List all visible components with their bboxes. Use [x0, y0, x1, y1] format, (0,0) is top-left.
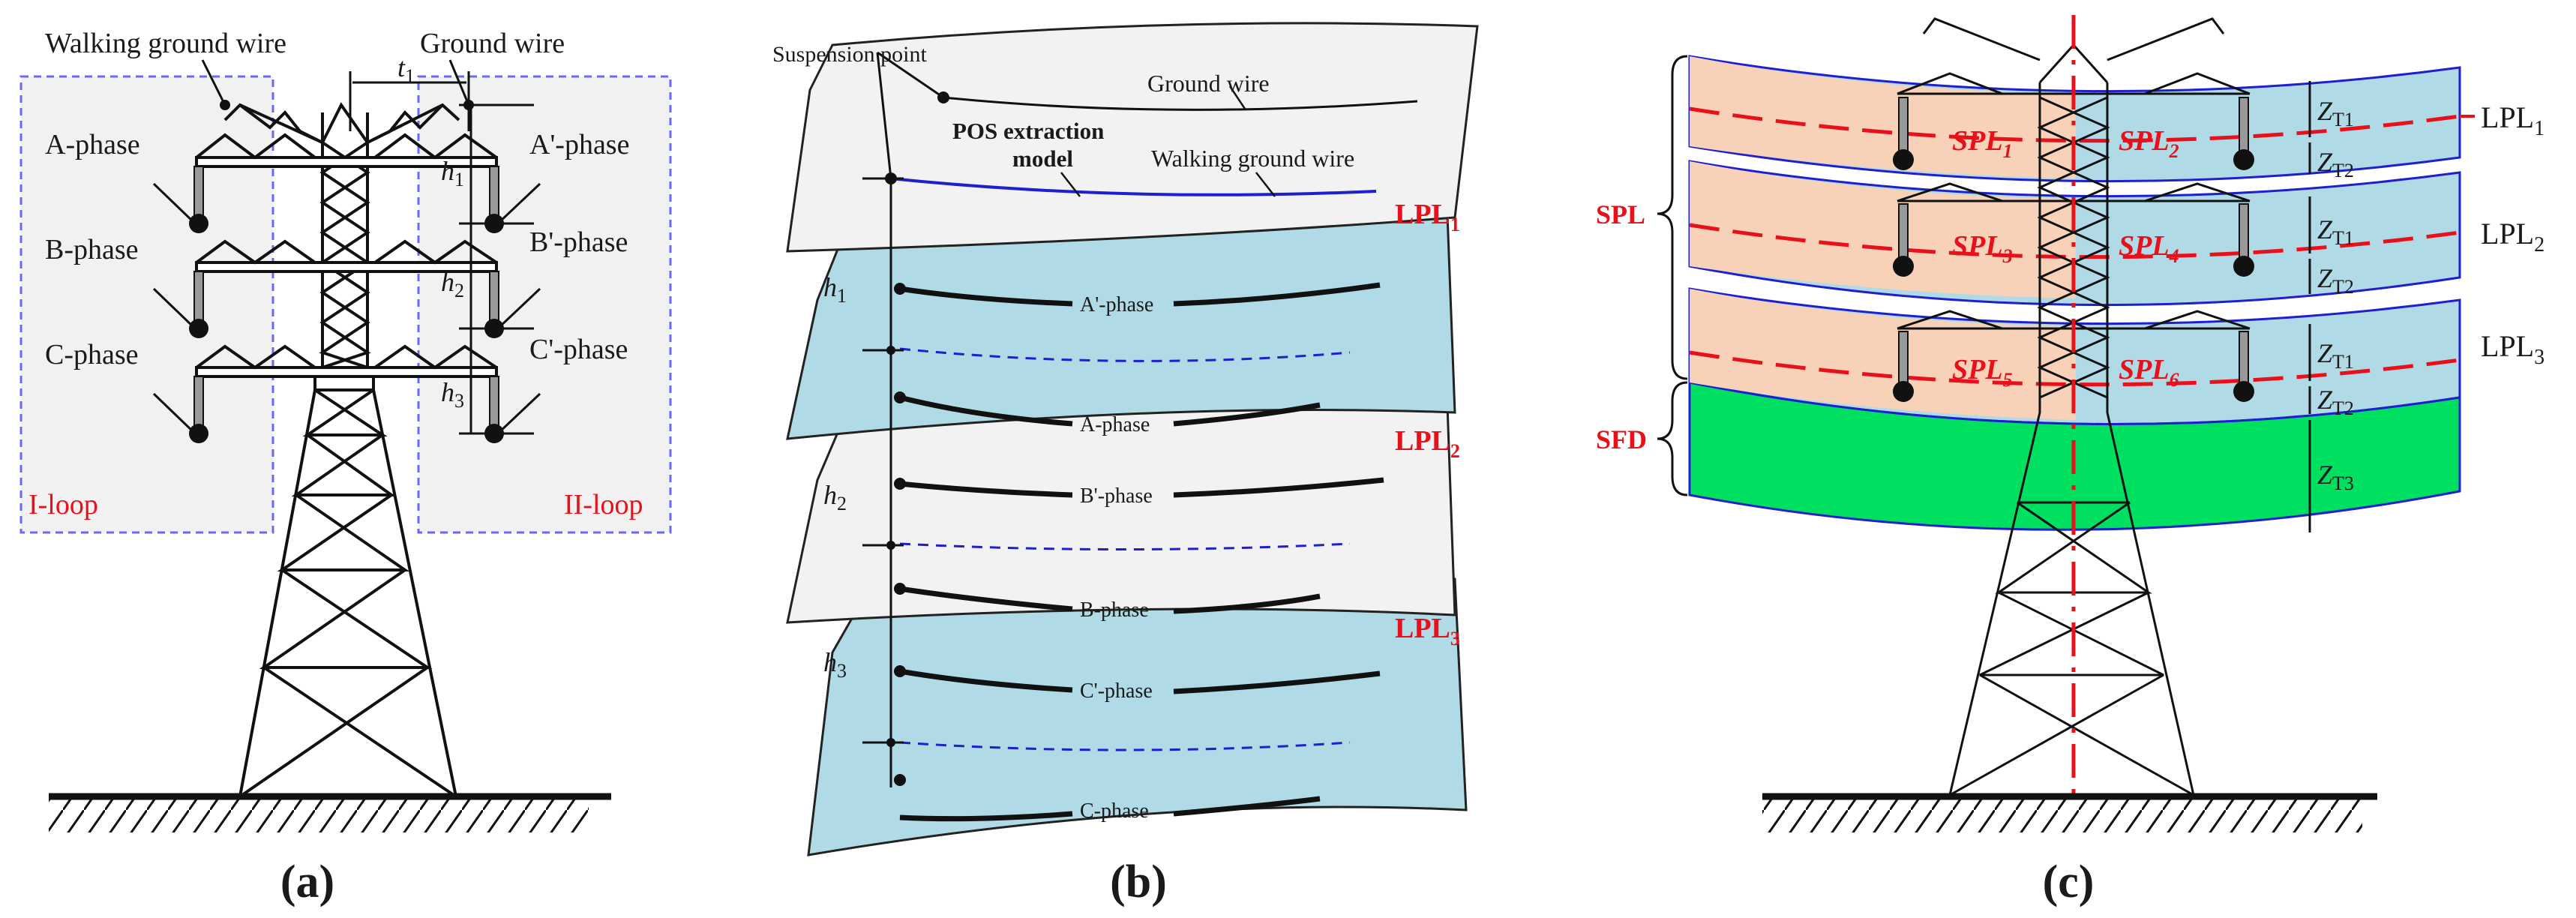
panel-c: SPL1 SPL2 SPL3 SPL4 SPL5 SPL6 SPL SFD ZT…: [1596, 15, 2545, 908]
zt3-label: ZT3: [2317, 460, 2354, 494]
a2-phase-label: A'-phase: [529, 129, 629, 160]
b-phase-label-b: B-phase: [1080, 598, 1149, 622]
panel-a: Walking ground wire Ground wire t1 A-pha…: [19, 28, 672, 908]
pos-model-label-line2: model: [1012, 146, 1073, 172]
dimensions-a: [349, 71, 534, 435]
loop-2-label: II-loop: [564, 489, 643, 520]
braces-c: [1657, 55, 1688, 496]
sfd-brace-label: SFD: [1596, 424, 1647, 454]
conductor-dots-b: [885, 92, 949, 786]
h2-label-a: h2: [441, 267, 464, 302]
suspension-point-label: Suspension point: [772, 42, 928, 67]
h3-label-a: h3: [441, 377, 464, 412]
insulators-c: [1893, 97, 2254, 402]
loop-2-box: [417, 75, 672, 534]
lpl2-label-b: LPL2: [1395, 425, 1460, 462]
spl1-label: SPL1: [1952, 125, 2013, 162]
lpl3-label-b: LPL3: [1395, 613, 1460, 650]
lpl1-label-c: LPL1: [2481, 100, 2545, 140]
t1-label: t1: [397, 52, 415, 87]
spl2-label: SPL2: [2119, 125, 2179, 162]
ground-wire-label-a: Ground wire: [420, 28, 565, 59]
a2-phase-label-b: A'-phase: [1080, 293, 1153, 316]
walking-ground-wire-label: Walking ground wire: [45, 28, 286, 59]
lpl1-label-b: LPL1: [1395, 199, 1460, 236]
ground-a: [49, 793, 611, 832]
b2-phase-label-b: B'-phase: [1080, 484, 1153, 508]
c-phase-label: C-phase: [45, 339, 139, 370]
lpl3-label-c: LPL3: [2481, 329, 2545, 369]
zt2-label-1: ZT2: [2317, 147, 2354, 182]
spl5-label: SPL5: [1952, 354, 2013, 391]
spl-brace-label: SPL: [1596, 200, 1645, 230]
b-phase-label: B-phase: [45, 234, 139, 266]
walking-ground-wire-label-b: Walking ground wire: [1151, 145, 1354, 172]
tower-a: [195, 102, 498, 798]
z-dimensions-c: [2308, 81, 2473, 532]
spl-fill-3: [1690, 289, 2076, 420]
c-phase-label-b: C-phase: [1080, 800, 1149, 823]
spl-fill-2: [1690, 161, 2076, 298]
c2-phase-label-b: C'-phase: [1080, 680, 1153, 703]
pos-model-label-line1: POS extraction: [952, 118, 1104, 144]
caption-a: (a): [280, 856, 334, 908]
h2-label-b: h2: [823, 480, 847, 514]
leaders-b: [1060, 86, 1276, 197]
a-phase-label-b: A-phase: [1080, 413, 1150, 436]
spl3-label: SPL3: [1952, 230, 2013, 267]
spl4-label: SPL4: [2119, 230, 2179, 267]
zt1-label-3: ZT1: [2317, 338, 2354, 373]
c2-phase-label: C'-phase: [529, 334, 628, 365]
b2-phase-label: B'-phase: [529, 226, 628, 258]
zt1-label-2: ZT1: [2317, 214, 2354, 249]
a-phase-label: A-phase: [45, 129, 140, 160]
phase-dashes-c: [1689, 106, 2461, 387]
ground-wire-label-b: Ground wire: [1147, 70, 1270, 97]
h1-label-b: h1: [823, 272, 847, 307]
panel-b: Suspension point Ground wire POS extract…: [772, 22, 1479, 908]
suspension-structure-b: [862, 51, 944, 788]
spl-fill-1: [1690, 56, 2076, 178]
caption-b: (b): [1110, 856, 1167, 908]
caption-c: (c): [2043, 856, 2095, 908]
ground-c: [1762, 793, 2377, 832]
wires-b: [890, 96, 1418, 822]
zt2-label-2: ZT2: [2317, 263, 2354, 298]
loop-1-label: I-loop: [28, 489, 98, 520]
spl6-label: SPL6: [2119, 354, 2179, 391]
h1-label-a: h1: [441, 156, 464, 190]
zt1-label-1: ZT1: [2317, 96, 2354, 130]
lpl2-label-c: LPL2: [2481, 217, 2545, 256]
h3-label-b: h3: [823, 647, 847, 682]
loop-1-box: [19, 75, 274, 534]
zt2-label-3: ZT2: [2317, 385, 2354, 419]
